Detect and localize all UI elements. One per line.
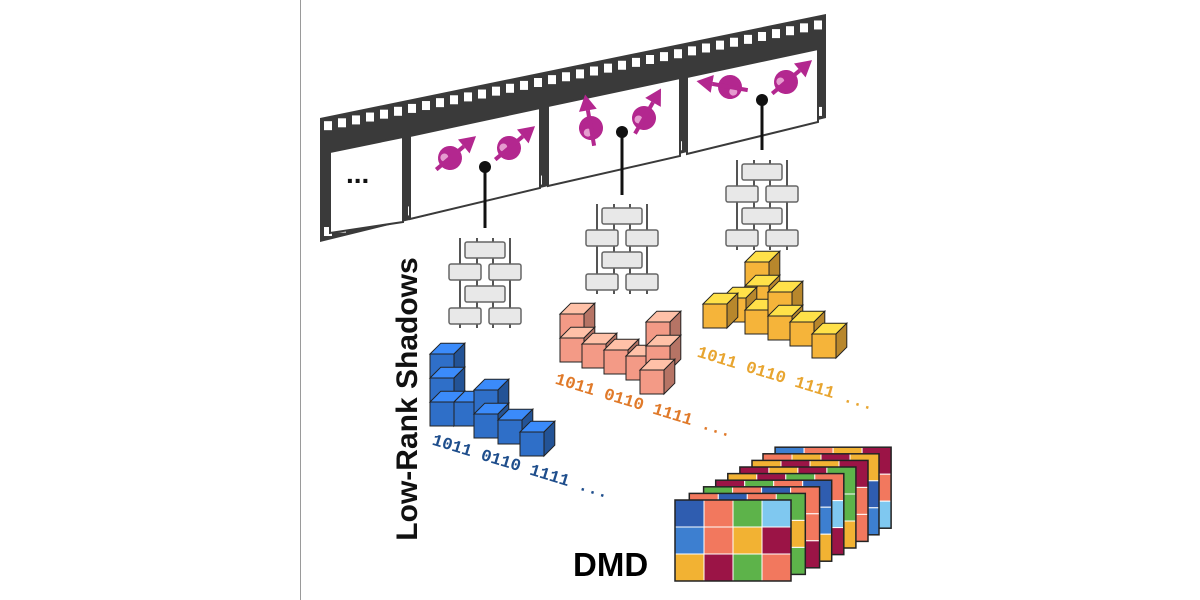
perforation — [478, 89, 486, 99]
perforation — [492, 86, 500, 96]
perforation — [464, 92, 472, 102]
dmd-label: DMD — [573, 546, 649, 583]
spin-icon — [632, 88, 661, 135]
spin-icon — [770, 60, 813, 96]
perforation — [520, 80, 528, 90]
quantum-circuit-icon — [585, 204, 659, 294]
low-rank-shadows-label: Low-Rank Shadows — [391, 257, 424, 541]
quantum-circuit-icon — [448, 238, 522, 328]
cube — [518, 419, 557, 458]
perforation — [758, 31, 766, 41]
perforation — [324, 121, 332, 131]
perforation — [688, 46, 696, 56]
perforation — [786, 26, 794, 36]
film-ellipsis: ... — [346, 158, 370, 189]
film-frame-3 — [547, 76, 681, 188]
spin-icon — [434, 136, 477, 172]
perforation — [674, 49, 682, 59]
perforation — [646, 54, 654, 64]
vertical-divider — [300, 0, 301, 600]
perforation — [618, 60, 626, 70]
perforation — [408, 103, 416, 113]
cube — [638, 357, 677, 396]
quantum-circuit-icon — [725, 160, 799, 250]
perforation — [730, 37, 738, 47]
perforation — [702, 43, 710, 53]
cube-stack-blue — [428, 341, 557, 458]
perforation — [366, 112, 374, 122]
spin-particles — [434, 60, 813, 172]
perforation — [604, 63, 612, 73]
film-perforations-top — [324, 20, 822, 131]
dmd-matrix-stack — [674, 446, 892, 582]
spin-icon — [696, 75, 749, 99]
perforation — [338, 118, 346, 128]
perforation — [660, 52, 668, 62]
perforation — [450, 95, 458, 105]
cube — [701, 291, 740, 330]
perforation — [744, 34, 752, 44]
perforation — [716, 40, 724, 50]
dmd-frame — [674, 499, 792, 582]
cube-stacks — [428, 249, 849, 458]
perforation — [324, 227, 332, 237]
cube — [810, 321, 849, 360]
cube-stack-yellow — [701, 249, 849, 360]
film-frame-1 — [329, 135, 404, 235]
cube-stack-salmon — [558, 301, 683, 396]
film-frame-2 — [409, 106, 541, 221]
perforation — [548, 75, 556, 85]
perforation — [534, 78, 542, 88]
perforation — [800, 23, 808, 33]
perforation — [632, 57, 640, 67]
perforation — [422, 101, 430, 111]
perforation — [562, 72, 570, 82]
spin-icon — [579, 94, 603, 147]
quantum-circuits — [448, 160, 799, 328]
connector-lines — [479, 94, 768, 228]
perforation — [590, 66, 598, 76]
perforation — [772, 29, 780, 39]
spin-icon — [493, 126, 536, 162]
perforation — [352, 115, 360, 125]
perforation — [394, 106, 402, 116]
perforation — [814, 20, 822, 30]
perforation — [380, 109, 388, 119]
perforation — [436, 98, 444, 108]
perforation — [576, 69, 584, 79]
perforation — [506, 83, 514, 93]
